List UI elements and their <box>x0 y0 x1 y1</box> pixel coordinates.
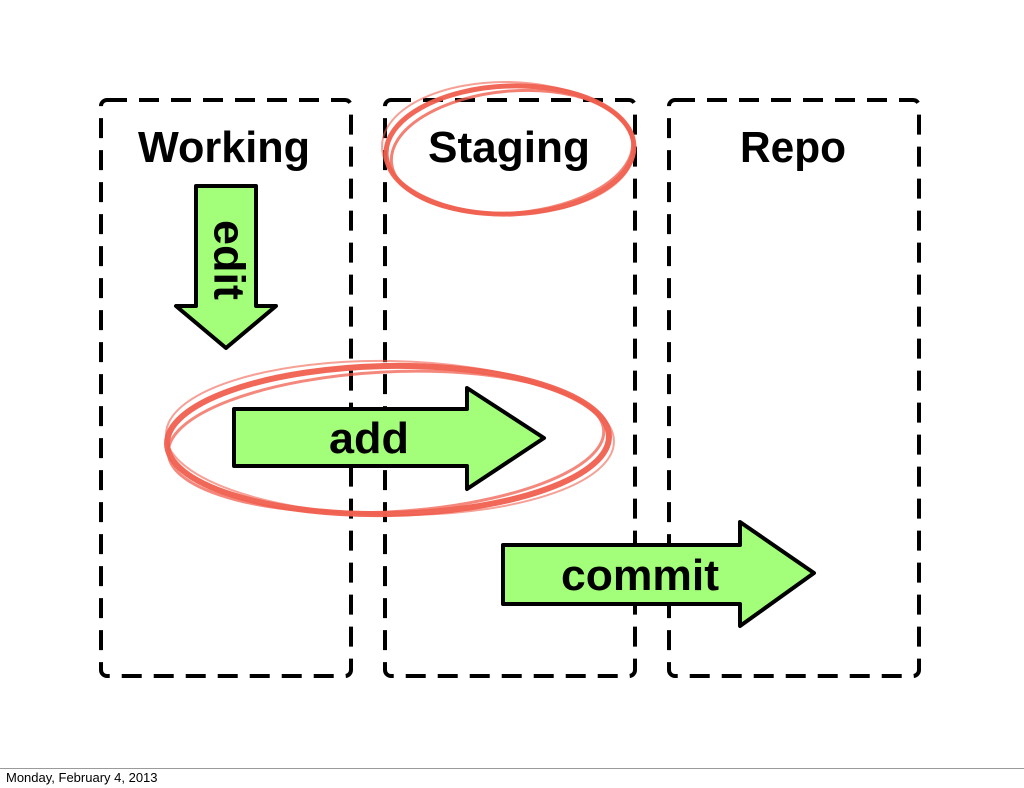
staging-highlight-ring <box>381 80 637 217</box>
working-column-box <box>99 98 353 678</box>
commit-arrow-shape <box>501 520 816 628</box>
add-arrow-shape <box>232 386 546 491</box>
add-highlight-ring <box>164 359 615 518</box>
commit-arrow-label: commit <box>561 551 719 600</box>
repo-column-box <box>667 98 921 678</box>
slide-date-footer: Monday, February 4, 2013 <box>6 770 158 785</box>
slide: Working Staging Repo edit add <box>0 80 1024 769</box>
staging-column-box <box>383 98 637 678</box>
git-workflow-diagram: Working Staging Repo edit add <box>99 80 921 678</box>
edit-arrow-label: edit <box>204 220 253 300</box>
working-column-title: Working <box>138 123 310 172</box>
staging-column-title: Staging <box>428 123 590 172</box>
repo-column-title: Repo <box>740 123 846 172</box>
add-arrow-label: add <box>329 414 409 463</box>
edit-arrow-shape <box>174 184 278 350</box>
